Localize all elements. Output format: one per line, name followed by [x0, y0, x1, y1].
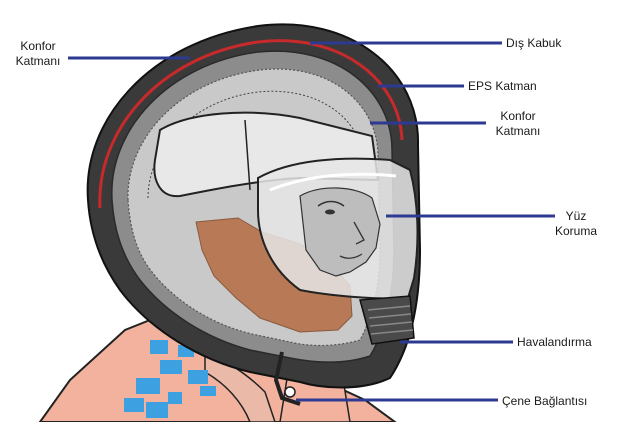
label-konfor-katmani-right: Konfor Katmanı [495, 109, 541, 138]
rider-face [299, 187, 381, 277]
label-konfor-katmani-left: Konfor Katmanı [15, 39, 61, 68]
label-eps-katman: EPS Katman [468, 79, 537, 93]
label-yuz-koruma: Yüz Koruma [554, 209, 598, 238]
chin-vent [359, 295, 415, 345]
label-havalandirma: Havalandırma [517, 335, 592, 349]
chin-strap [273, 351, 301, 406]
label-dis-kabuk: Dış Kabuk [506, 36, 562, 50]
face-shield [257, 157, 419, 300]
leader-lines [68, 41, 555, 402]
label-cene-baglantisi: Çene Bağlantısı [502, 394, 588, 408]
